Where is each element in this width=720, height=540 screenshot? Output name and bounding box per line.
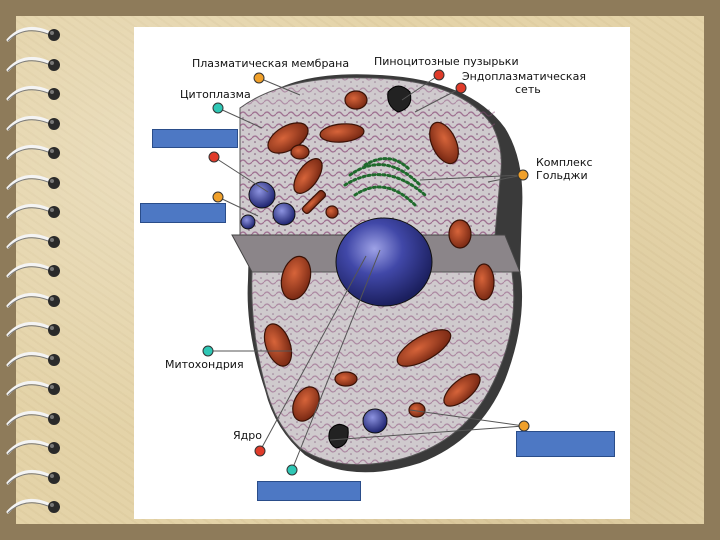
spiral-binding-icon	[6, 115, 60, 130]
spiral-binding-icon	[6, 321, 60, 337]
answer-box-1[interactable]	[152, 129, 238, 148]
spiral-binding-icon	[6, 26, 60, 42]
spiral-binding-icon	[6, 351, 60, 366]
spiral-binding-icon	[6, 262, 60, 278]
nucleus	[335, 217, 433, 307]
vacuoles	[240, 181, 388, 434]
spiral-binding-icon	[6, 439, 60, 455]
label-nucleus: Ядро	[233, 429, 262, 442]
spiral-binding-icon	[6, 292, 60, 307]
label-golgi-line2: Гольджи	[536, 169, 588, 182]
frame-left-edge	[0, 0, 16, 540]
spiral-binding-icon	[6, 203, 60, 219]
spiral-binding-icon	[6, 498, 60, 514]
spiral-binding-icon	[6, 380, 60, 396]
spiral-binding-icon	[6, 233, 60, 248]
label-er-line1: Эндоплазматическая	[462, 70, 586, 83]
label-er-line2: сеть	[515, 83, 541, 96]
pinocytic-vesicles	[328, 85, 412, 449]
answer-box-2[interactable]	[140, 203, 226, 223]
label-plasma-membrane: Плазматическая мембрана	[192, 57, 350, 70]
label-pinocytic-vesicles: Пиноцитозные пузырьки	[374, 55, 519, 68]
spiral-binding-icon	[6, 410, 60, 425]
spiral-binding-icon	[6, 144, 60, 160]
label-mitochondria: Митохондрия	[165, 358, 244, 371]
label-cytoplasm: Цитоплазма	[180, 88, 251, 101]
spiral-binding-icon	[6, 469, 60, 484]
label-markers	[202, 69, 530, 476]
mitochondria-group	[263, 90, 495, 422]
golgi-apparatus	[343, 157, 427, 207]
answer-box-4[interactable]	[257, 481, 361, 501]
answer-box-3[interactable]	[516, 431, 615, 457]
spiral-binding-icon	[6, 56, 60, 71]
leader-lines	[208, 74, 525, 471]
label-golgi-line1: Комплекс	[536, 156, 593, 169]
spiral-binding-icon	[6, 174, 60, 189]
spiral-binding-icon	[6, 85, 60, 101]
